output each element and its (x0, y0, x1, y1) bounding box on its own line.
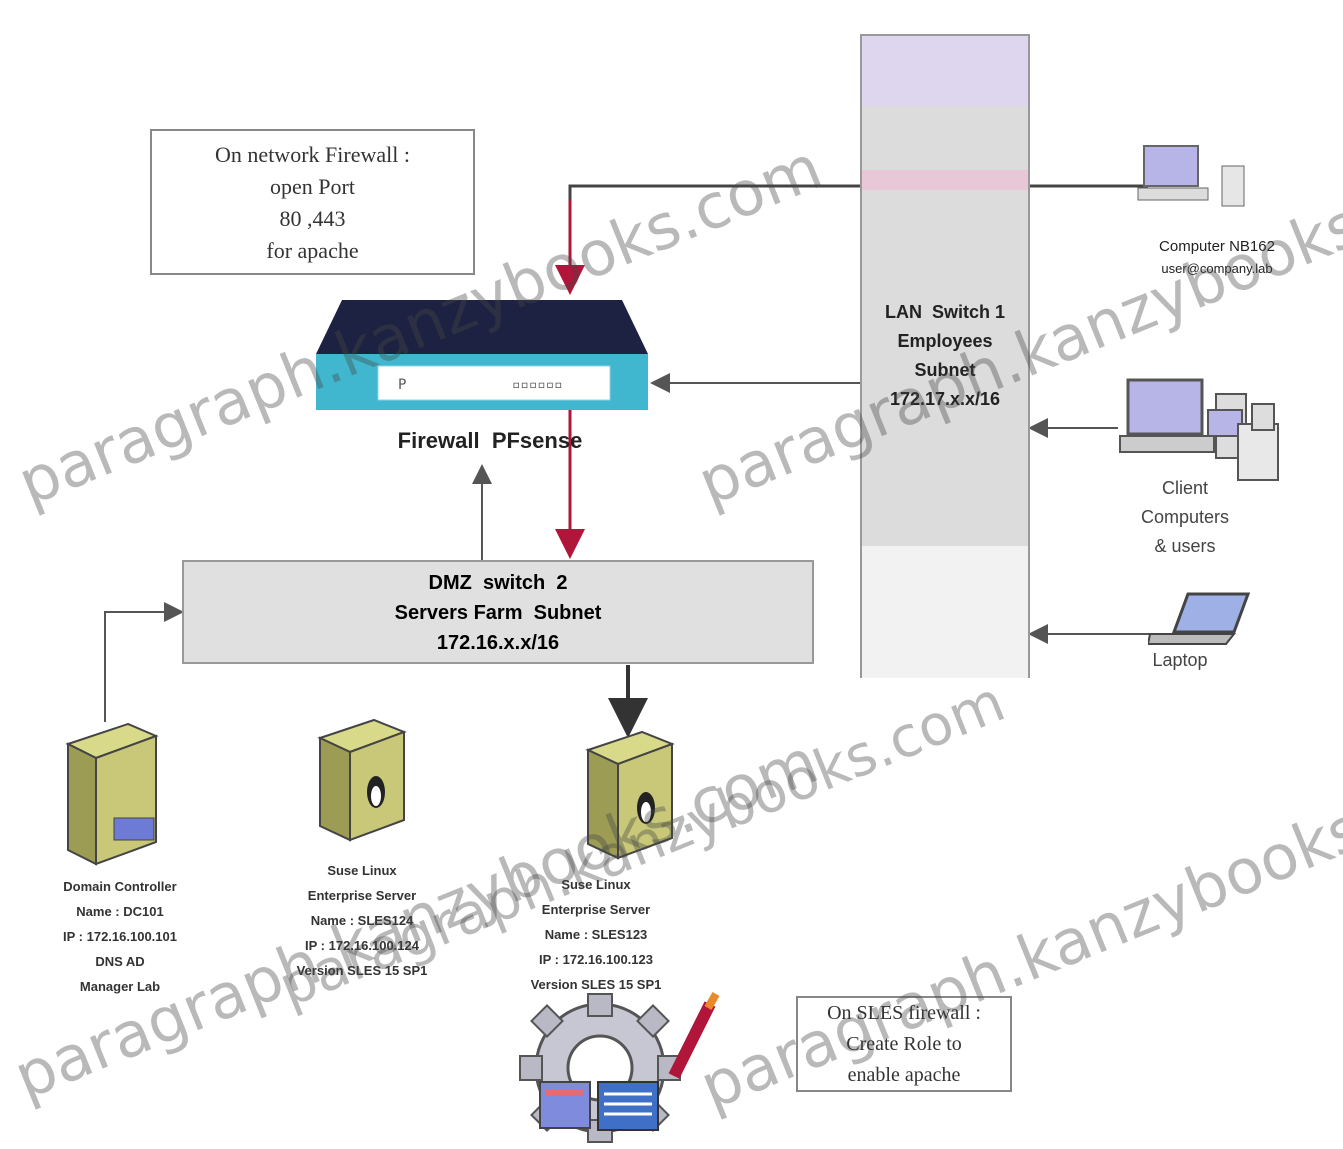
lan-switch-top-band (862, 36, 1028, 106)
server-label-line: Version SLES 15 SP1 (530, 977, 662, 992)
lan-switch-line: Subnet (914, 360, 976, 380)
network-firewall-note-line: for apache (266, 238, 359, 263)
client-devices (1116, 374, 1286, 484)
lan-switch: LAN Switch 1 Employees Subnet 172.17.x.x… (860, 34, 1030, 678)
network-firewall-note-line: On network Firewall : (215, 142, 410, 167)
server-label-line: Enterprise Server (541, 902, 651, 917)
client-label-line: & users (1154, 536, 1216, 556)
sles-firewall-note: On SLES firewall : Create Role to enable… (796, 996, 1012, 1092)
lan-switch-line: LAN Switch 1 (884, 302, 1005, 322)
gear-icon (519, 992, 720, 1143)
computer-label-line: user@company.lab (1161, 261, 1273, 276)
svg-text:▫▫▫▫▫▫: ▫▫▫▫▫▫ (512, 377, 563, 393)
sles-firewall-note-line: enable apache (847, 1064, 961, 1086)
server-label-line: IP : 172.16.100.124 (305, 938, 419, 953)
dc-to-dmz-arrow (104, 602, 184, 722)
computer-device (1136, 142, 1256, 212)
lan-switch-line: Employees (897, 331, 993, 351)
dmz-switch-line: 172.16.x.x/16 (436, 632, 560, 654)
lan-switch-light-band (862, 546, 1028, 678)
firewall-icon: P ▫▫▫▫▫▫ (316, 300, 648, 410)
server-label-line: Domain Controller (63, 879, 177, 894)
server-label-line: IP : 172.16.100.123 (539, 952, 653, 967)
server-label-line: Name : DC101 (76, 904, 164, 919)
config-gear-device (514, 990, 728, 1144)
svg-text:P: P (398, 377, 406, 393)
server-tower-icon (65, 722, 159, 866)
server-label-sles124: Suse Linux Enterprise Server Name : SLES… (262, 858, 462, 983)
lan-switch-line: 172.17.x.x/16 (889, 389, 1001, 409)
server-label-line: Name : SLES124 (310, 913, 414, 928)
server-domain-controller (58, 722, 168, 872)
server-label-domain-controller: Domain Controller Name : DC101 IP : 172.… (20, 874, 220, 999)
sles-firewall-note-line: Create Role to (846, 1033, 962, 1055)
network-firewall-note-line: open Port (270, 174, 355, 199)
server-label-line: Manager Lab (79, 979, 161, 994)
computer-label: Computer NB162 user@company.lab (1112, 236, 1322, 280)
network-firewall-note-line: 80 ,443 (279, 206, 346, 231)
server-label-line: DNS AD (95, 954, 145, 969)
server-tower-icon (585, 730, 675, 860)
firewall-appliance: P ▫▫▫▫▫▫ (314, 296, 650, 414)
client-label-line: Computers (1140, 507, 1230, 527)
client-computers-icon (1119, 378, 1279, 481)
server-label-line: Name : SLES123 (544, 927, 648, 942)
lan-switch-pink-band (862, 170, 1028, 190)
client-label-line: Client (1161, 478, 1209, 498)
server-label-line: Suse Linux (327, 863, 397, 878)
server-label-line: Enterprise Server (307, 888, 417, 903)
server-label-line: Version SLES 15 SP1 (296, 963, 428, 978)
sles-firewall-note-line: On SLES firewall : (827, 1002, 981, 1024)
lan-switch-text: LAN Switch 1 Employees Subnet 172.17.x.x… (862, 298, 1028, 414)
client-label: Client Computers & users (1100, 474, 1270, 561)
desktop-computer-icon (1137, 145, 1245, 207)
laptop-device (1146, 590, 1252, 646)
server-sles123 (580, 730, 680, 864)
dmz-switch-line: Servers Farm Subnet (394, 602, 602, 624)
server-tower-icon (317, 718, 407, 842)
laptop-icon (1146, 592, 1251, 645)
firewall-label: Firewall PFsense (397, 428, 583, 453)
computer-label-line: Computer NB162 (1159, 238, 1275, 255)
dmz-switch: DMZ switch 2 Servers Farm Subnet 172.16.… (182, 560, 814, 664)
server-sles124 (312, 718, 412, 846)
server-label-line: IP : 172.16.100.101 (63, 929, 177, 944)
dmz-switch-line: DMZ switch 2 (428, 572, 568, 594)
server-label-sles123: Suse Linux Enterprise Server Name : SLES… (496, 872, 696, 997)
laptop-label: Laptop (1152, 650, 1208, 670)
network-firewall-note: On network Firewall : open Port 80 ,443 … (150, 129, 475, 275)
server-label-line: Suse Linux (561, 877, 631, 892)
